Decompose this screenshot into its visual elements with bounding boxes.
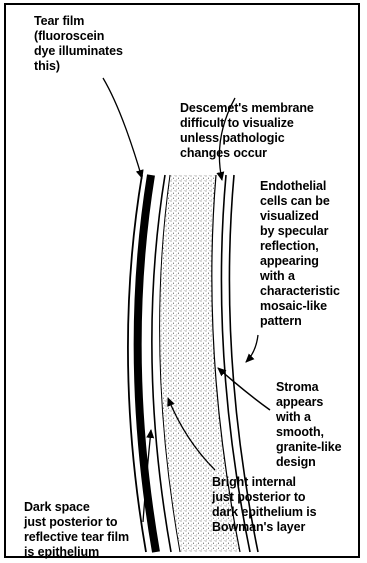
- endothelial-label: Endothelial cells can be visualized by s…: [260, 179, 340, 329]
- epithelium-band: [138, 175, 156, 552]
- endothelial-pointer: [246, 335, 258, 362]
- bowmans-layer-label: Bright internal just posterior to dark e…: [212, 475, 316, 535]
- epithelium-label: Dark space just posterior to reflective …: [24, 500, 129, 560]
- descemet-label: Descemet's membrane difficult to visuali…: [180, 101, 314, 161]
- tear-film-pointer: [103, 78, 142, 178]
- stroma-label: Stroma appears with a smooth, granite-li…: [276, 380, 342, 470]
- tear-film-label: Tear film (fluoroscein dye illuminates t…: [34, 14, 123, 74]
